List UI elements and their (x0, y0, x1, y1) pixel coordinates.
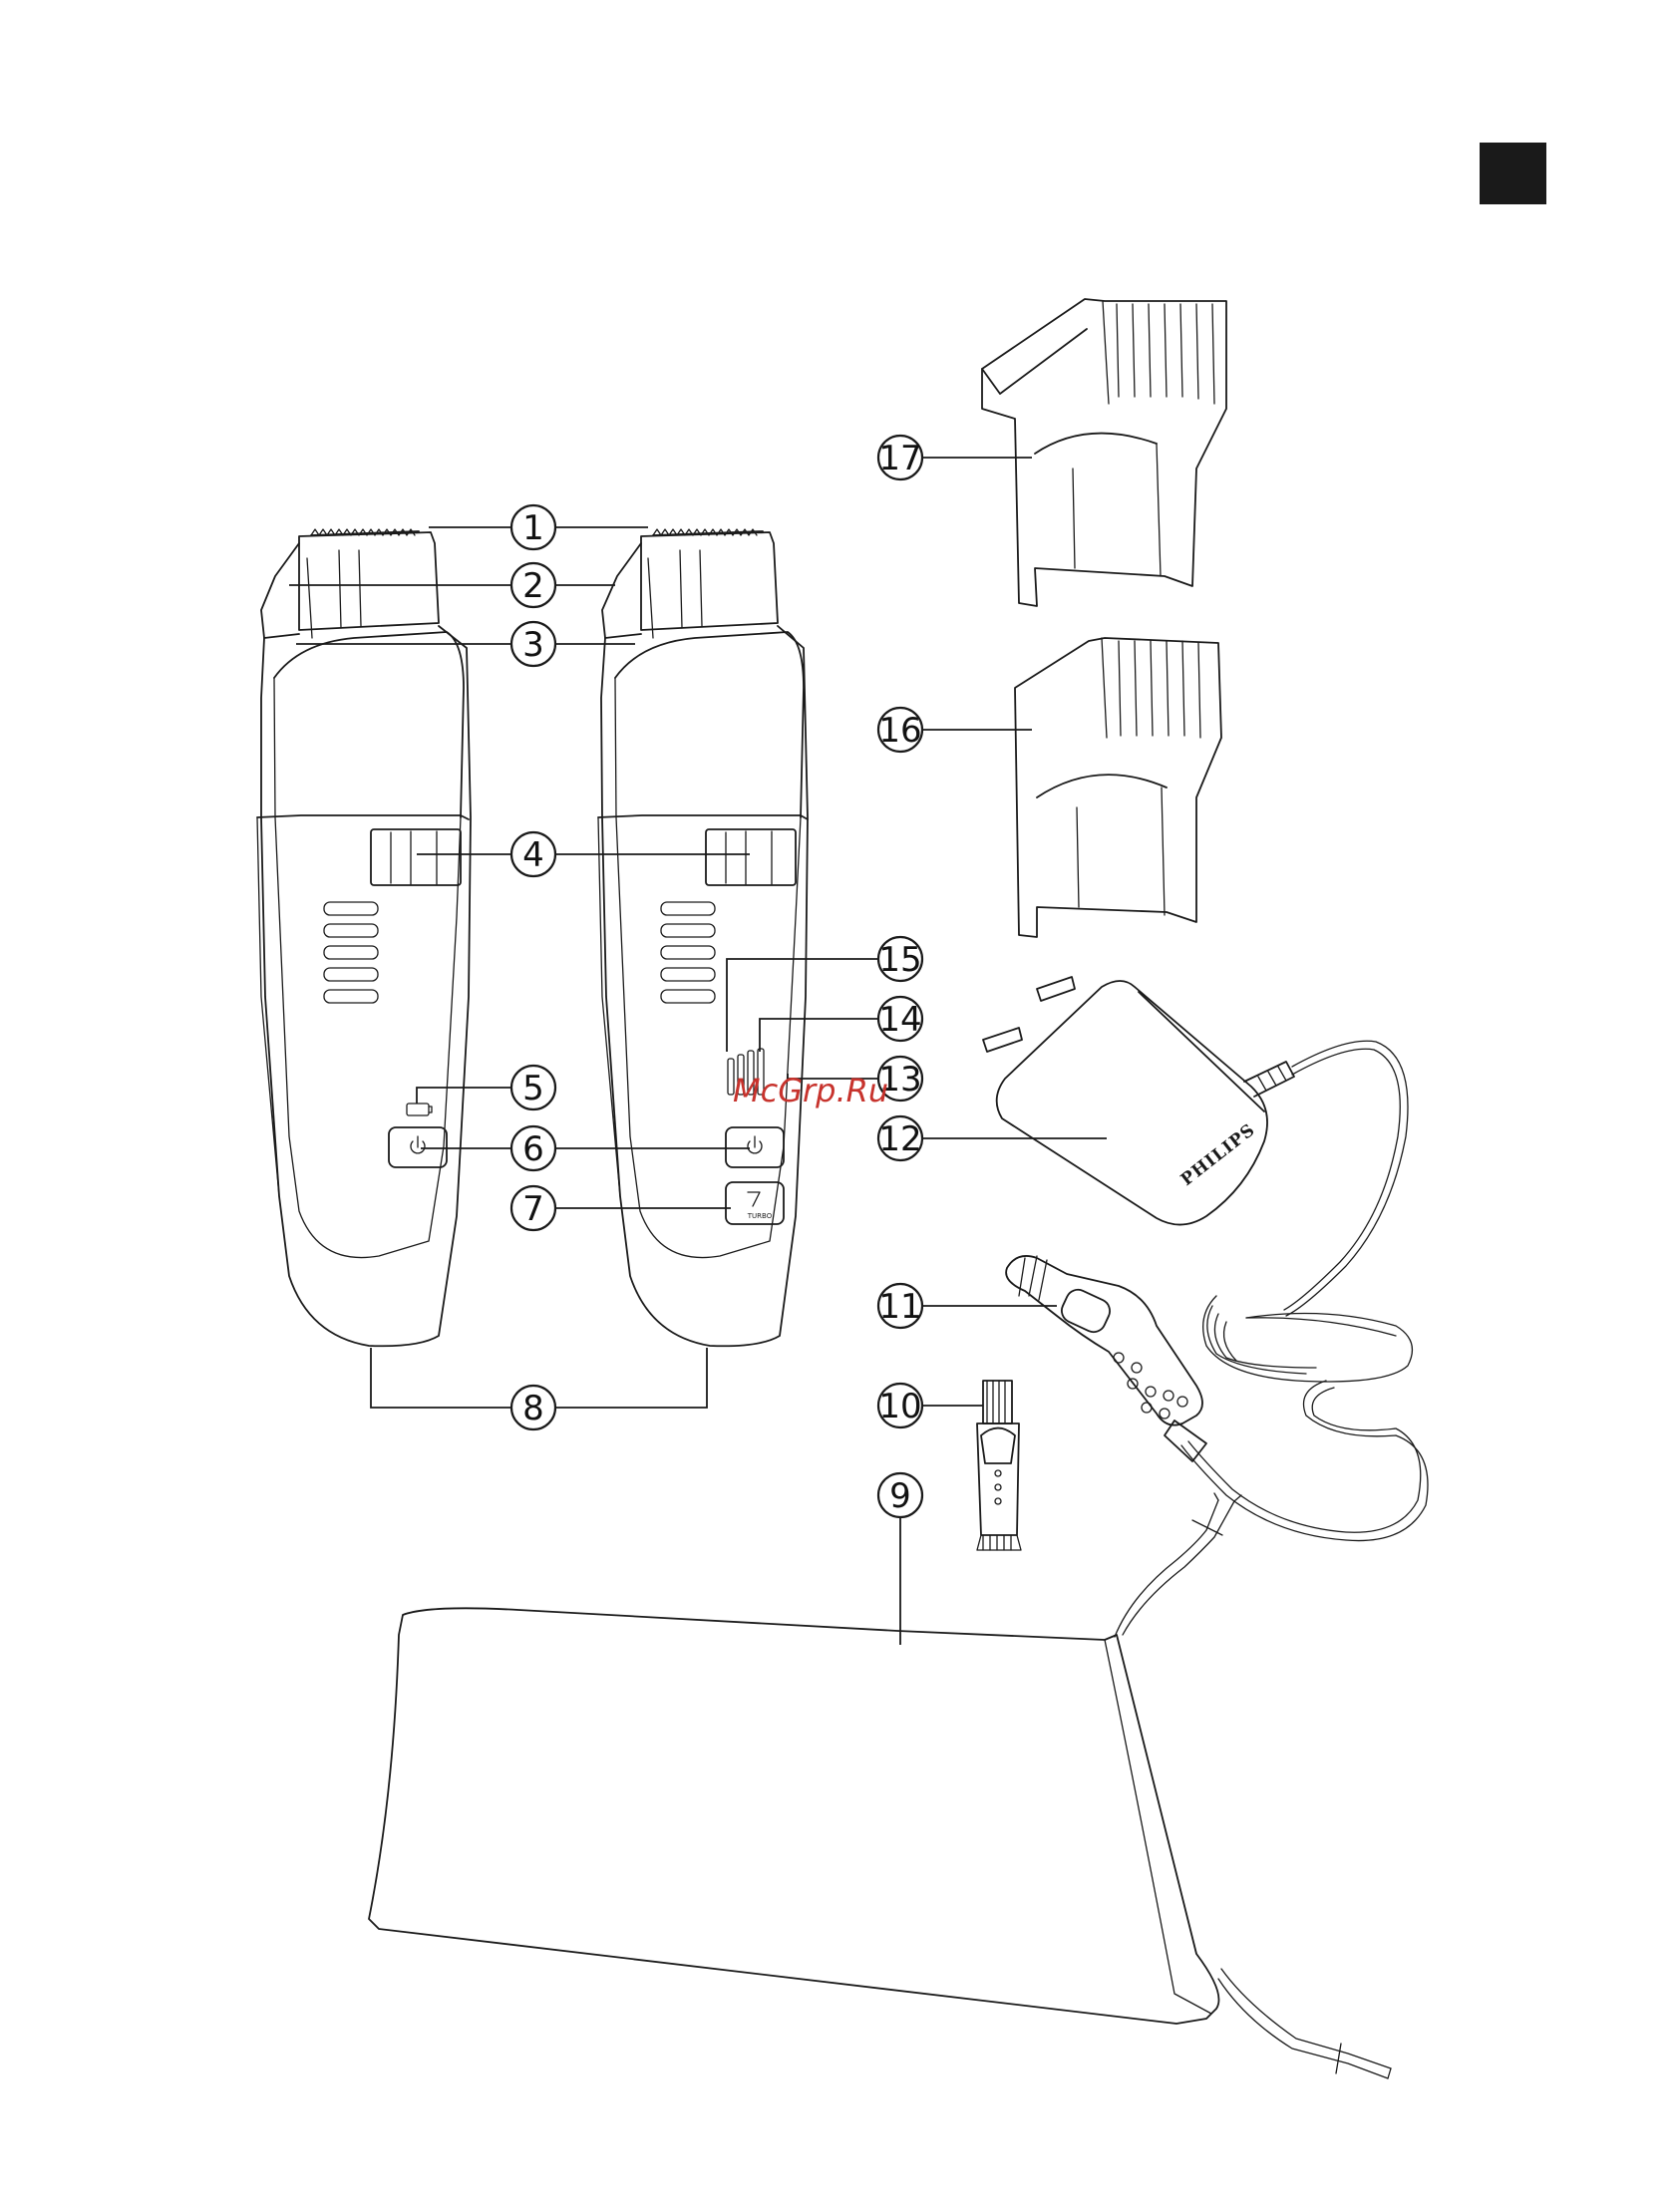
callout-9: 9 (878, 1473, 922, 1517)
power-adapter: PHILIPS (983, 977, 1428, 1541)
vents-left (324, 902, 378, 1003)
leader-lines (289, 458, 1107, 1645)
cleaning-tool-handle (1006, 1256, 1206, 1461)
callout-6: 6 (511, 1126, 555, 1170)
power-button-right[interactable] (726, 1127, 784, 1167)
cord-coil (1203, 1296, 1413, 1382)
svg-text:15: 15 (878, 940, 921, 980)
svg-text:6: 6 (522, 1129, 544, 1169)
callout-8: 8 (511, 1386, 555, 1429)
svg-text:7: 7 (522, 1189, 544, 1229)
vents-right (661, 902, 715, 1003)
beard-comb-small (1015, 638, 1221, 937)
watermark: McGrp.Ru (733, 1072, 888, 1109)
cleaning-brush (977, 1381, 1021, 1550)
svg-text:17: 17 (878, 439, 921, 478)
svg-text:10: 10 (878, 1387, 921, 1426)
callout-11: 11 (878, 1284, 922, 1328)
callout-4: 4 (511, 832, 555, 876)
callout-10: 10 (878, 1384, 922, 1427)
power-icon (748, 1136, 762, 1153)
power-button-left[interactable] (389, 1127, 447, 1167)
brand-label: PHILIPS (1177, 1120, 1259, 1190)
svg-text:4: 4 (522, 835, 544, 875)
callout-2: 2 (511, 563, 555, 607)
svg-text:3: 3 (522, 625, 544, 665)
callout-1: 1 (511, 505, 555, 549)
svg-text:14: 14 (878, 1000, 921, 1040)
callout-16: 16 (878, 708, 922, 752)
svg-text:16: 16 (878, 711, 921, 751)
callout-5: 5 (511, 1066, 555, 1109)
callout-15: 15 (878, 937, 922, 981)
svg-text:5: 5 (522, 1069, 544, 1108)
svg-text:8: 8 (522, 1389, 544, 1428)
callout-7: 7 (511, 1186, 555, 1230)
storage-pouch (369, 1493, 1391, 2078)
svg-text:1: 1 (522, 508, 544, 548)
beard-comb-large (982, 299, 1226, 606)
turbo-icon (748, 1192, 760, 1206)
callout-12: 12 (878, 1116, 922, 1160)
battery-icon (407, 1104, 432, 1115)
callout-3: 3 (511, 622, 555, 666)
grip-pattern (1114, 1353, 1187, 1419)
turbo-label: TURBO (747, 1212, 773, 1220)
callout-14: 14 (878, 997, 922, 1041)
trimmer-left (257, 529, 471, 1346)
svg-text:2: 2 (522, 566, 544, 606)
power-icon (411, 1136, 425, 1153)
svg-text:11: 11 (878, 1287, 921, 1327)
trimmer-right: TURBO (598, 529, 808, 1346)
corner-tab (1480, 143, 1546, 204)
svg-text:9: 9 (889, 1476, 911, 1516)
callout-17: 17 (878, 436, 922, 479)
svg-text:12: 12 (878, 1119, 921, 1159)
